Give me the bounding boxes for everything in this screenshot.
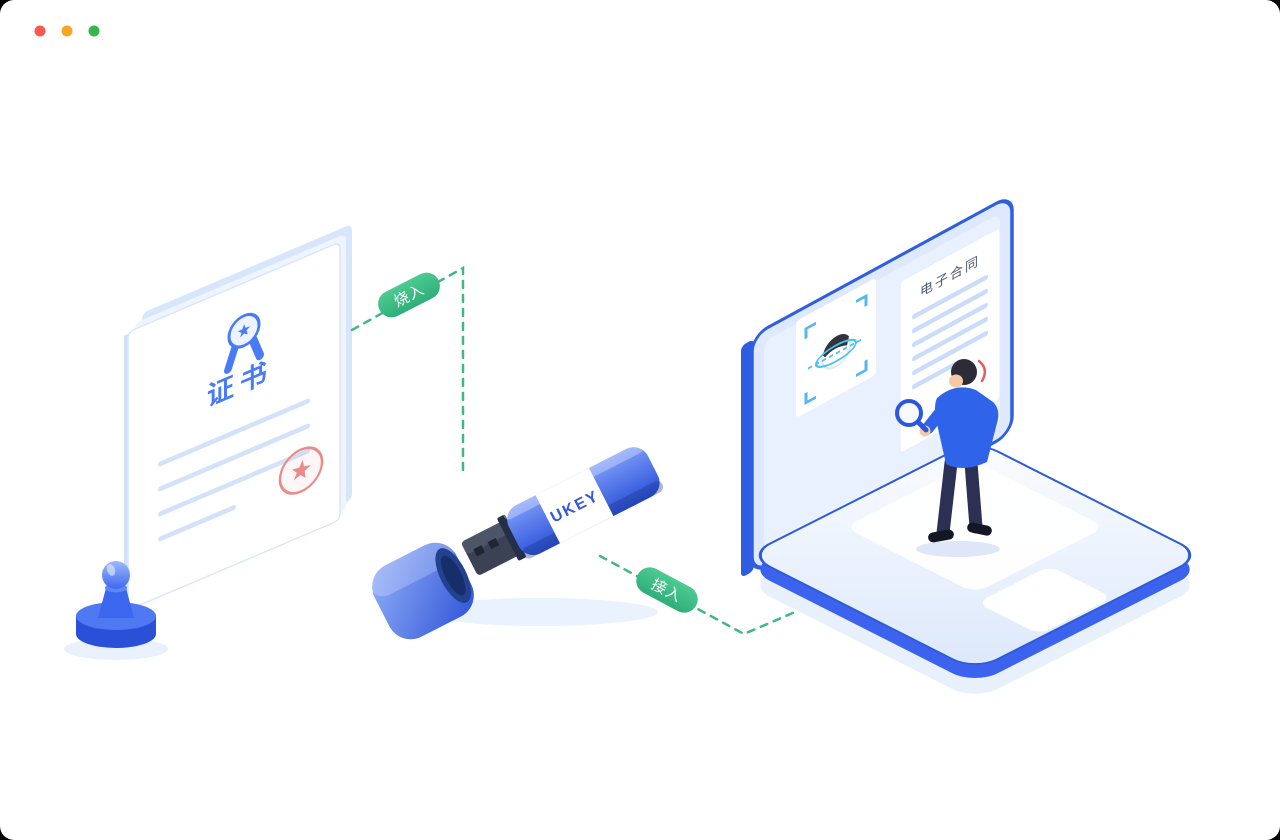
text-line (158, 505, 236, 542)
usb-connector-notch (473, 545, 485, 557)
maximize-button[interactable] (88, 25, 100, 37)
person-leg-left (936, 456, 958, 540)
stamp-body (98, 588, 134, 618)
seal-star-icon (278, 446, 324, 495)
person-arm (922, 398, 953, 434)
signal-arc-icon (977, 359, 987, 383)
text-line (158, 448, 310, 517)
medal-icon (224, 312, 264, 374)
text-line (158, 398, 310, 467)
cap-opening-inner (441, 555, 466, 596)
pill-background (378, 272, 440, 318)
text-line (912, 330, 988, 376)
trackpad (982, 568, 1107, 632)
bracket (804, 391, 816, 405)
person-shoe-right (967, 522, 992, 536)
ukey-cap (368, 539, 474, 640)
minimize-button[interactable] (61, 25, 73, 37)
usb-connector-top (462, 522, 507, 554)
certificate-document: 证书 (124, 225, 352, 612)
cap-highlight (368, 539, 454, 597)
person-figure (895, 359, 1000, 557)
certificate-text-lines (158, 398, 310, 542)
text-line (912, 360, 960, 390)
person-shadow (916, 541, 1000, 557)
stamp-figure (64, 561, 168, 660)
stamp-highlight (106, 564, 116, 576)
usb-label-band (535, 467, 614, 544)
magnifier-lens (895, 399, 923, 427)
ukey-shadow (422, 598, 658, 626)
person-face (949, 374, 963, 388)
laptop: 电子合同 (741, 199, 1192, 694)
bracket (856, 293, 868, 307)
usb-collar (497, 514, 526, 561)
pill-background (636, 567, 698, 613)
bracket (856, 359, 868, 378)
close-button[interactable] (34, 25, 46, 37)
certificate-front-page (127, 243, 341, 609)
ukey-drive: UKEY (462, 443, 664, 575)
usb-body-highlight (503, 443, 644, 520)
connection-burn-in: 烧入 (350, 265, 465, 478)
text-line (912, 274, 988, 320)
magnifier-handle (915, 419, 929, 433)
text-line (912, 316, 988, 362)
person-leg-right (964, 456, 983, 534)
bracket (804, 321, 816, 340)
scan-frame-brackets (804, 293, 868, 405)
burn-in-label-pill: 烧入 (378, 272, 440, 318)
magnifier-icon (895, 399, 929, 433)
contract-text-lines (912, 274, 988, 390)
laptop-base (758, 445, 1192, 694)
stamp-knob (102, 561, 130, 589)
usb-connector-notch (487, 537, 500, 550)
text-line (912, 288, 988, 334)
text-line (912, 302, 988, 348)
scan-line (808, 337, 864, 370)
face-scan-panel (796, 279, 876, 417)
person-shoe-left (928, 529, 954, 543)
medal-ribbon-left (224, 339, 240, 374)
laptop-screen: 电子合同 (741, 199, 1014, 576)
text-line (158, 423, 310, 492)
window-controls (34, 25, 100, 37)
medal-ribbon-right (248, 333, 264, 361)
